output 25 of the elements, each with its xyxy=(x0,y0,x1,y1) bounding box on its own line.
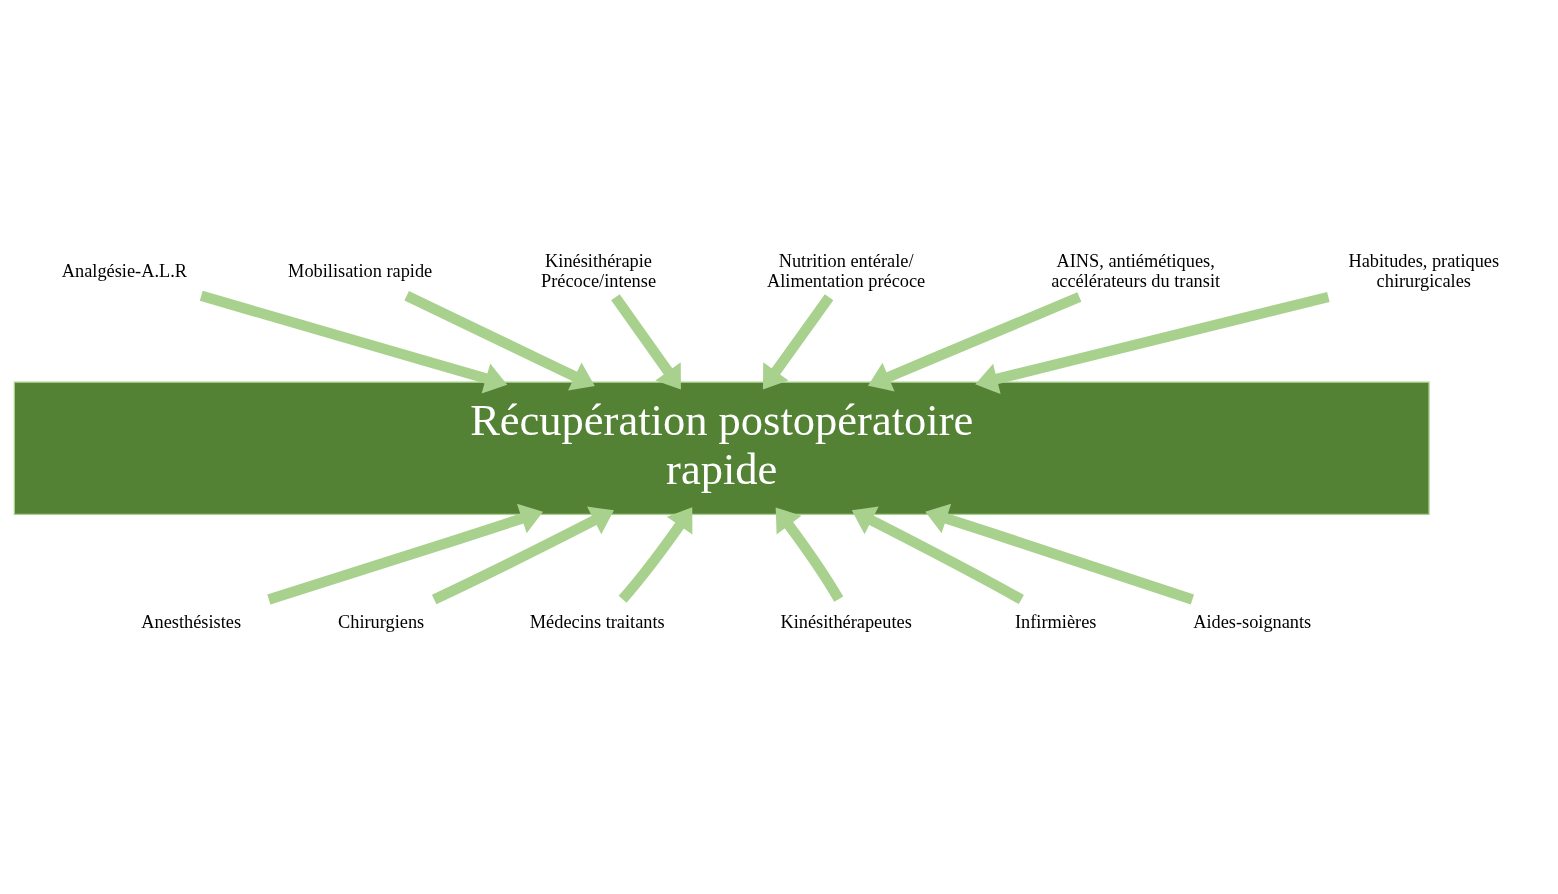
node-text: Kinésithérapie Précoce/intense xyxy=(541,251,657,291)
node-text: Médecins traitants xyxy=(529,612,665,633)
arrow xyxy=(762,294,834,390)
arrow xyxy=(199,290,508,394)
arrow xyxy=(925,503,1195,605)
node-text: Infirmières xyxy=(1015,612,1097,633)
arrow xyxy=(431,506,614,605)
arrow xyxy=(851,506,1024,605)
node-text: AINS, antiémétiques, accélérateurs du transit xyxy=(1051,251,1221,291)
arrow xyxy=(975,291,1330,395)
node-text: Mobilisation rapide xyxy=(288,260,433,281)
node-text: Nutrition entérale/ Alimentation précoce xyxy=(766,251,926,291)
arrow xyxy=(404,291,595,391)
node-text: Chirurgiens xyxy=(338,612,425,633)
arrow xyxy=(775,507,844,602)
arrow xyxy=(267,503,543,605)
arrow xyxy=(618,507,693,603)
node-text: Analgésie-A.L.R xyxy=(61,260,187,281)
node-text: Habitudes, pratiques chirurgicales xyxy=(1348,251,1500,291)
node-box: Récupération postopératoire rapide xyxy=(13,381,1430,516)
arrow xyxy=(868,292,1082,392)
node-text: Anesthésistes xyxy=(141,612,242,633)
node-text: Aides-soignants xyxy=(1193,612,1312,633)
arrow xyxy=(611,294,681,390)
node-text: Kinésithérapeutes xyxy=(780,612,912,633)
